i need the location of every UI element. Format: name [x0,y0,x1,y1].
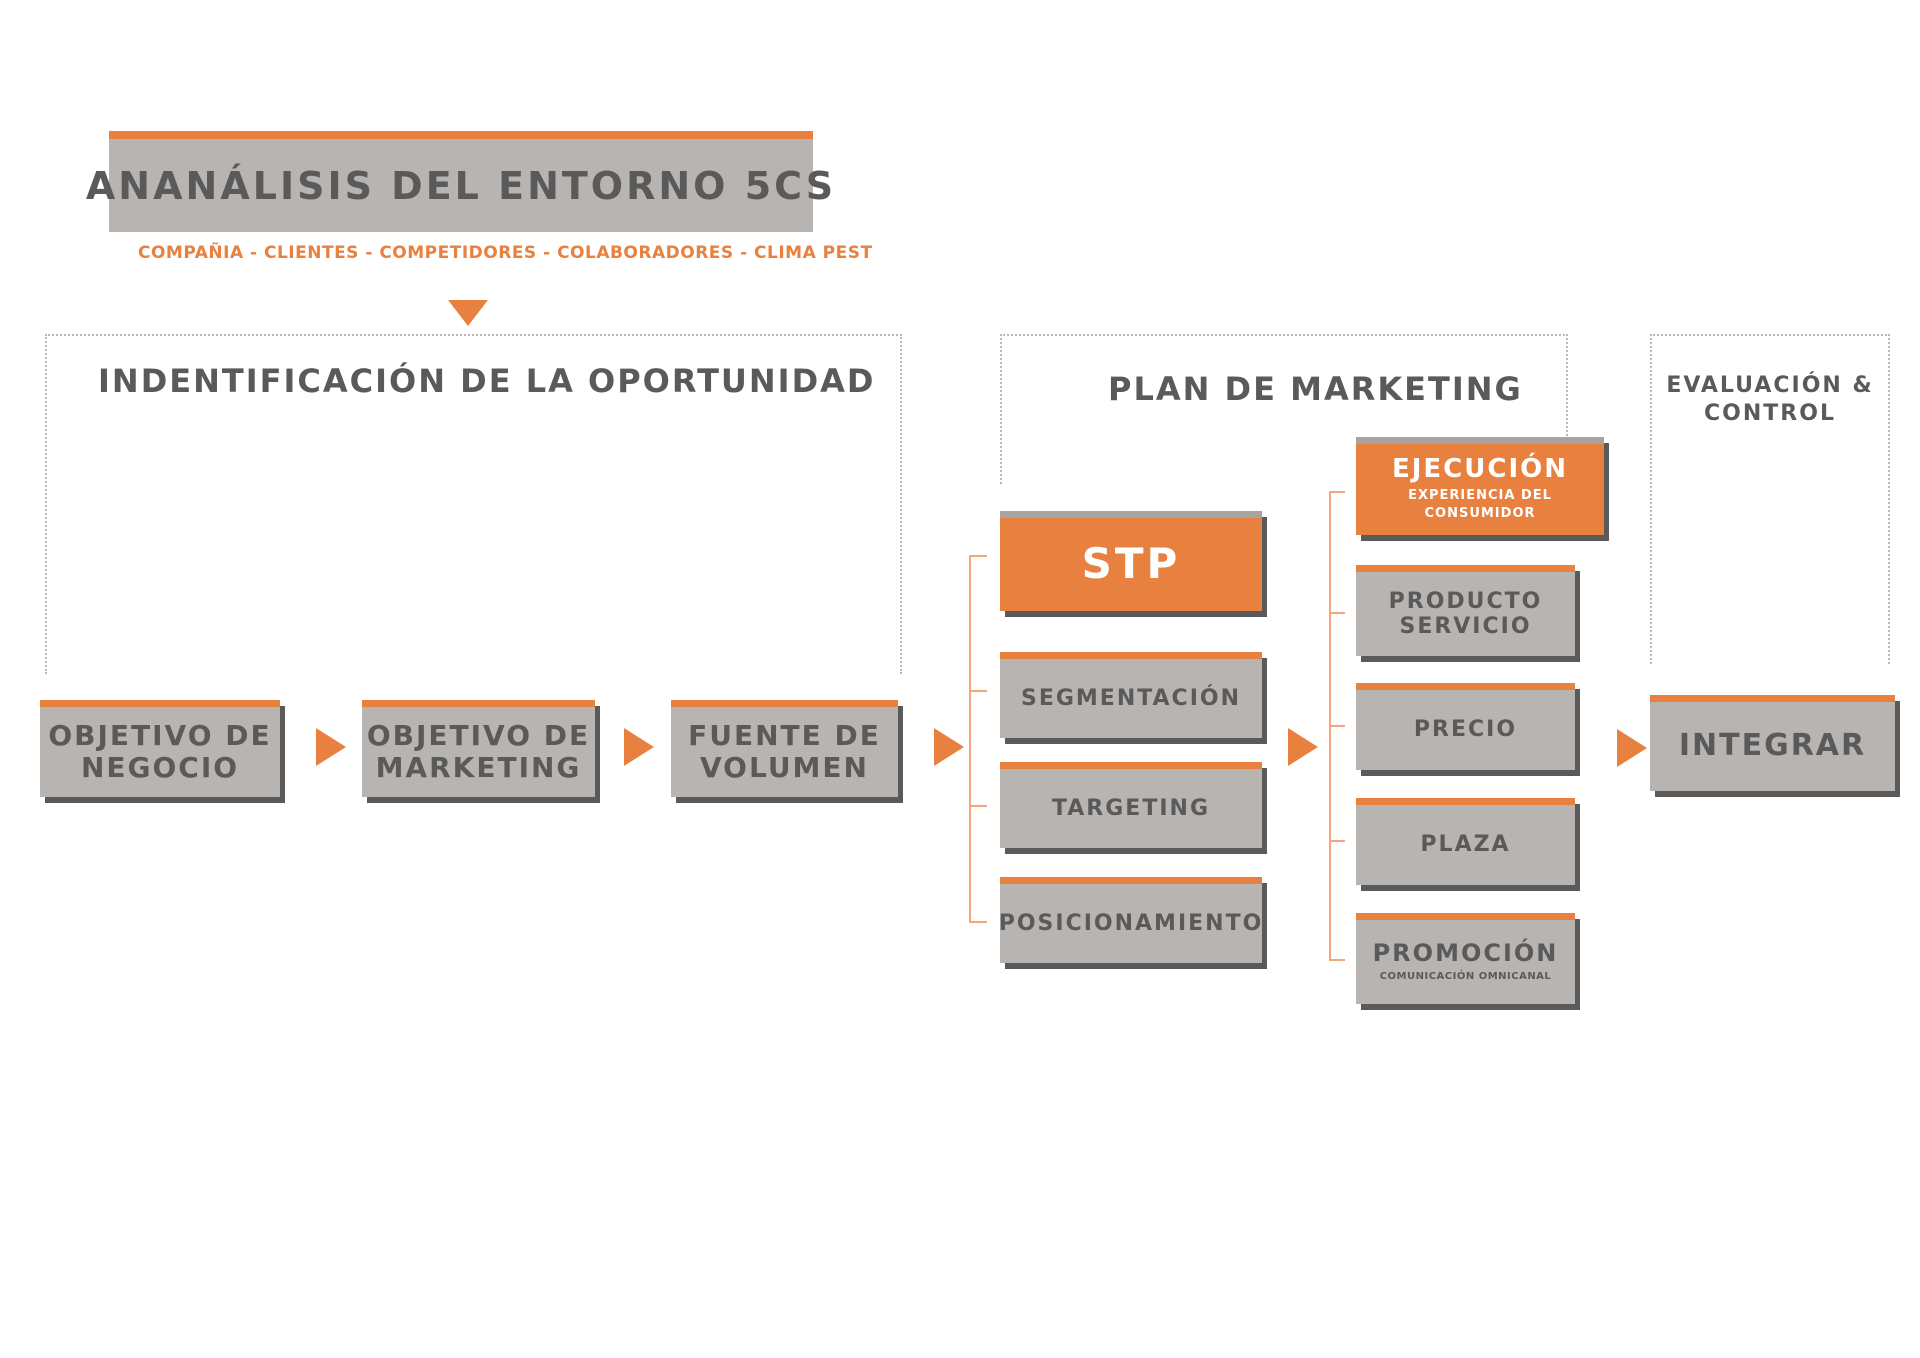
stp-bracket [969,555,971,923]
promocion-subtitle: COMUNICACIÓN OMNICANAL [1379,970,1552,982]
producto-servicio-label: PRODUCTO SERVICIO [1388,588,1543,639]
down-arrow-icon [448,300,488,326]
integrar-box: INTEGRAR [1650,695,1895,791]
posicionamiento-box: POSICIONAMIENTO [998,877,1264,963]
segmentacion-box: SEGMENTACIÓN [1000,652,1262,738]
stp-bracket-tick [969,921,987,923]
section-title-plan: PLAN DE MARKETING [1108,370,1523,408]
precio-box: PRECIO [1356,683,1575,770]
precio-label: PRECIO [1413,717,1518,743]
ejecucion-bracket-tick [1329,840,1345,842]
stp-bracket-tick [969,690,987,692]
arrow-right-icon [934,728,964,766]
stp-bracket-tick [969,555,987,557]
posicionamiento-label: POSICIONAMIENTO [998,910,1264,936]
plaza-box: PLAZA [1356,798,1575,885]
targeting-label: TARGETING [1051,795,1210,821]
arrow-right-icon [316,728,346,766]
section-frame-plan [1000,334,1568,484]
fuente-volumen-box: FUENTE DE VOLUMEN [671,700,898,797]
plaza-label: PLAZA [1420,832,1511,858]
objetivo-marketing-box: OBJETIVO DE MARKETING [362,700,595,797]
ejecucion-bracket-tick [1329,959,1345,961]
section-frame-evaluacion [1650,334,1890,664]
ejecucion-box: EJECUCIÓN EXPERIENCIA DEL CONSUMIDOR [1356,437,1604,535]
section-frame-oportunidad [45,334,902,674]
ejecucion-bracket-tick [1329,612,1345,614]
promocion-box: PROMOCIÓN COMUNICACIÓN OMNICANAL [1356,913,1575,1004]
ejecucion-bracket-tick [1329,725,1345,727]
stp-bracket-tick [969,805,987,807]
objetivo-marketing-label: OBJETIVO DE MARKETING [366,718,591,784]
targeting-box: TARGETING [1000,762,1262,848]
segmentacion-label: SEGMENTACIÓN [1020,685,1242,711]
ejecucion-bracket-tick [1329,491,1345,493]
objetivo-negocio-label: OBJETIVO DE NEGOCIO [48,718,272,784]
section-title-evaluacion: EVALUACIÓN & CONTROL [1666,373,1874,426]
header-title: ANANÁLISIS DEL ENTORNO 5CS [85,163,837,208]
integrar-label: INTEGRAR [1678,728,1867,764]
producto-servicio-box: PRODUCTO SERVICIO [1356,565,1575,656]
fuente-volumen-label: FUENTE DE VOLUMEN [688,718,881,784]
header-subtitle: COMPAÑIA - CLIENTES - COMPETIDORES - COL… [138,243,873,263]
section-title-oportunidad: INDENTIFICACIÓN DE LA OPORTUNIDAD [98,362,876,400]
header-box: ANANÁLISIS DEL ENTORNO 5CS [86,131,833,232]
ejecucion-subtitle: EXPERIENCIA DEL CONSUMIDOR [1408,488,1552,522]
objetivo-negocio-box: OBJETIVO DE NEGOCIO [40,700,280,797]
arrow-right-icon [1617,729,1647,767]
ejecucion-title: EJECUCIÓN [1391,454,1568,485]
arrow-right-icon [1288,728,1318,766]
promocion-label: PROMOCIÓN [1372,939,1559,968]
stp-title: STP [1081,539,1181,589]
arrow-right-icon [624,728,654,766]
stp-box: STP [1000,511,1262,611]
